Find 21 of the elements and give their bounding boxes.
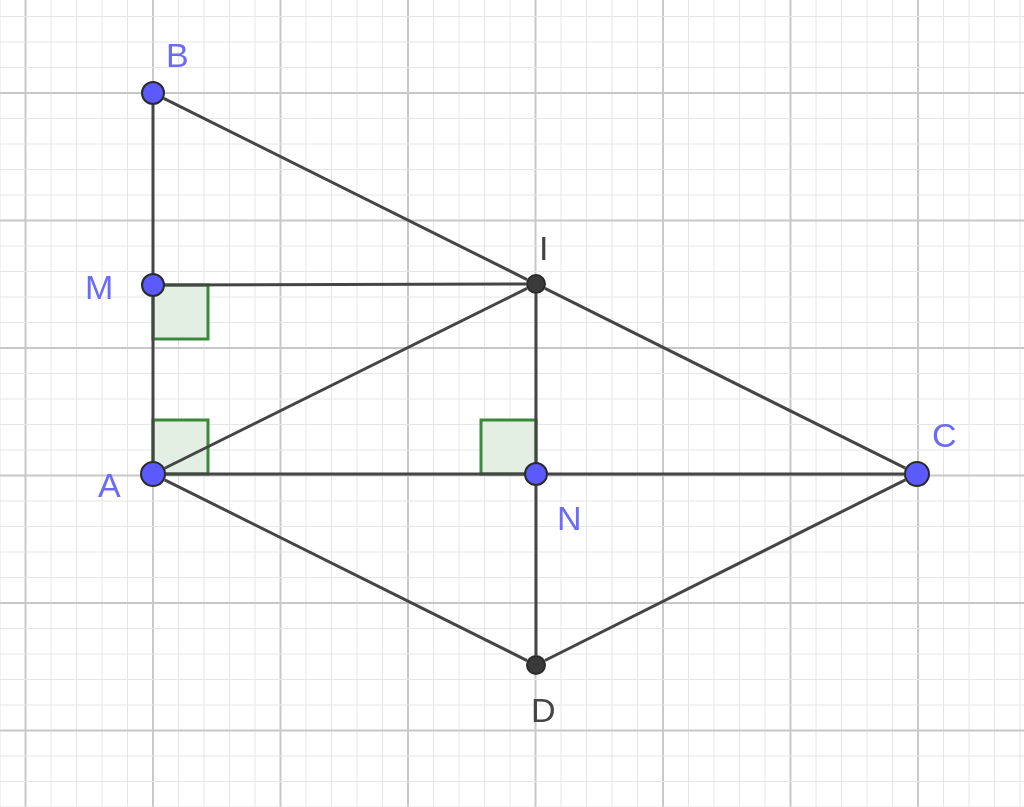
line-segment xyxy=(534,486,538,655)
point xyxy=(140,461,166,487)
point-label: B xyxy=(166,38,189,72)
point-label: I xyxy=(539,231,549,265)
line-segment xyxy=(151,297,155,461)
line-segment xyxy=(151,105,155,273)
point-label: A xyxy=(98,468,121,502)
point xyxy=(904,461,930,487)
point xyxy=(141,273,165,297)
point-label: C xyxy=(932,418,957,452)
point-label: N xyxy=(557,501,582,535)
point xyxy=(526,655,546,675)
point xyxy=(526,274,546,294)
point-label: D xyxy=(531,693,556,727)
line-segment xyxy=(165,282,526,287)
line-segment xyxy=(166,472,524,476)
line-segment xyxy=(548,472,904,476)
line-segment xyxy=(534,294,538,462)
point-label: M xyxy=(85,270,114,304)
point xyxy=(141,81,165,105)
point xyxy=(524,462,548,486)
